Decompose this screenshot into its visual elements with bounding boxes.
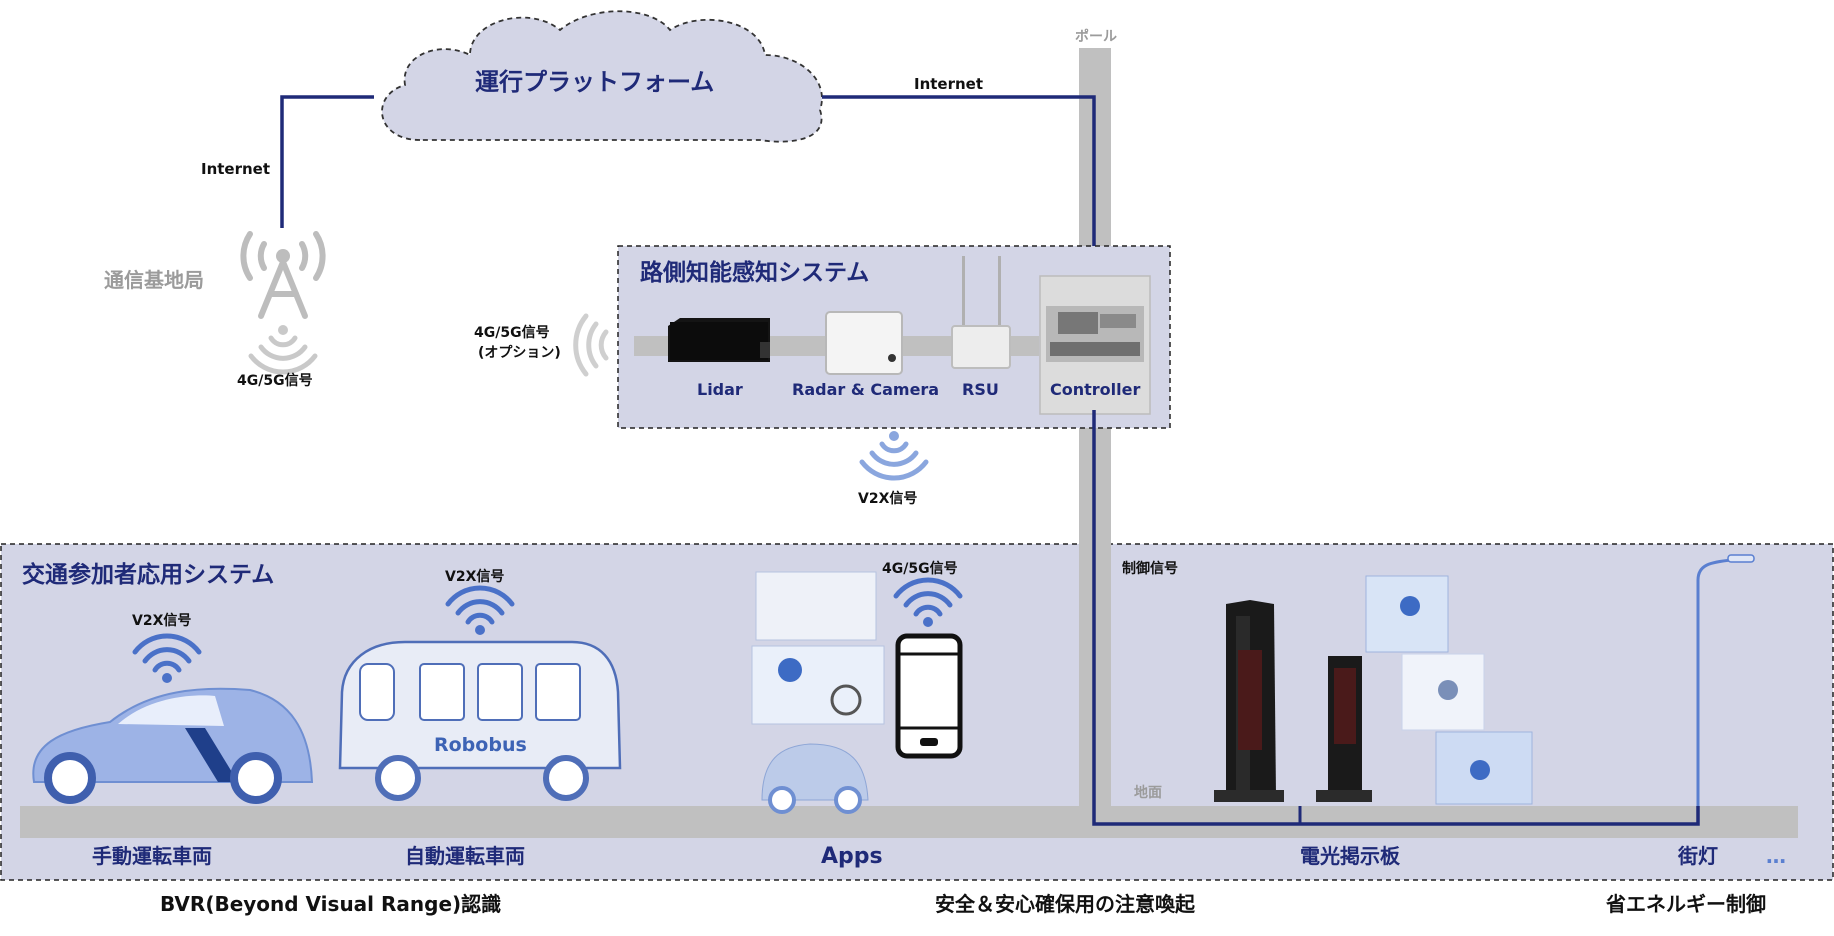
electronic-sign-large (1214, 600, 1284, 802)
robobus-illustration (338, 640, 622, 801)
device-label-controller: Controller (1050, 380, 1141, 399)
sign-label: 電光掲示板 (1300, 844, 1400, 868)
manual-car-illustration (32, 687, 314, 804)
pole-label: ポール (1075, 29, 1117, 45)
more-label: … (1766, 844, 1786, 868)
driver-sketches (751, 571, 885, 814)
control-signal-label: 制御信号 (1122, 561, 1178, 577)
base-station-label: 通信基地局 (104, 268, 204, 292)
lidar-device (668, 318, 770, 362)
car-signal-label: V2X信号 (132, 613, 192, 629)
internet-link-right (822, 95, 1096, 278)
optional-signal-icon (573, 313, 609, 377)
rsu-device (951, 256, 1011, 369)
base-station-signal-label: 4G/5G信号 (237, 373, 313, 389)
roadside-v2x-icon (862, 431, 926, 478)
manual-car-label: 手動運転車両 (92, 844, 212, 868)
electronic-sign-small (1316, 656, 1372, 802)
radar-camera-device (825, 311, 903, 375)
bottom-right-caption: 省エネルギー制御 (1606, 892, 1766, 916)
ground-label: 地面 (1134, 785, 1162, 801)
bottom-center-caption: 安全＆安心確保用の注意喚起 (935, 892, 1195, 916)
internet-label-top: Internet (914, 75, 984, 93)
device-label-rsu: RSU (962, 380, 999, 399)
robobus-name: Robobus (434, 734, 527, 756)
internet-label-left: Internet (201, 160, 271, 178)
bottom-left-caption: BVR(Beyond Visual Range)認識 (160, 892, 502, 916)
optional-signal-label-2: (オプション) (478, 345, 561, 361)
roadside-title: 路側知能感知システム (640, 260, 870, 286)
platform-label: 運行プラットフォーム (475, 68, 715, 96)
base-station-signal-icon (251, 325, 315, 372)
autonomous-car-label: 自動運転車両 (405, 844, 525, 868)
roadside-v2x-label: V2X信号 (858, 491, 918, 507)
device-label-radar-camera: Radar & Camera (792, 380, 940, 399)
bus-signal-label: V2X信号 (445, 569, 505, 585)
internet-link-left (280, 95, 374, 228)
lamp-label: 街灯 (1678, 844, 1718, 868)
device-label-lidar: Lidar (697, 380, 743, 399)
warning-pictures (1365, 575, 1533, 805)
apps-label: Apps (821, 844, 883, 869)
traffic-title: 交通参加者応用システム (22, 562, 275, 588)
apps-signal-label: 4G/5G信号 (882, 561, 958, 577)
cloud-shape (381, 10, 823, 143)
optional-signal-label-1: 4G/5G信号 (474, 325, 550, 341)
controller-device (1039, 275, 1151, 415)
base-station-tower-icon (240, 231, 326, 319)
street-lamp-icon (1696, 554, 1755, 806)
smartphone-icon (895, 633, 963, 759)
road (20, 806, 1798, 838)
control-signal-line (1092, 410, 1700, 826)
